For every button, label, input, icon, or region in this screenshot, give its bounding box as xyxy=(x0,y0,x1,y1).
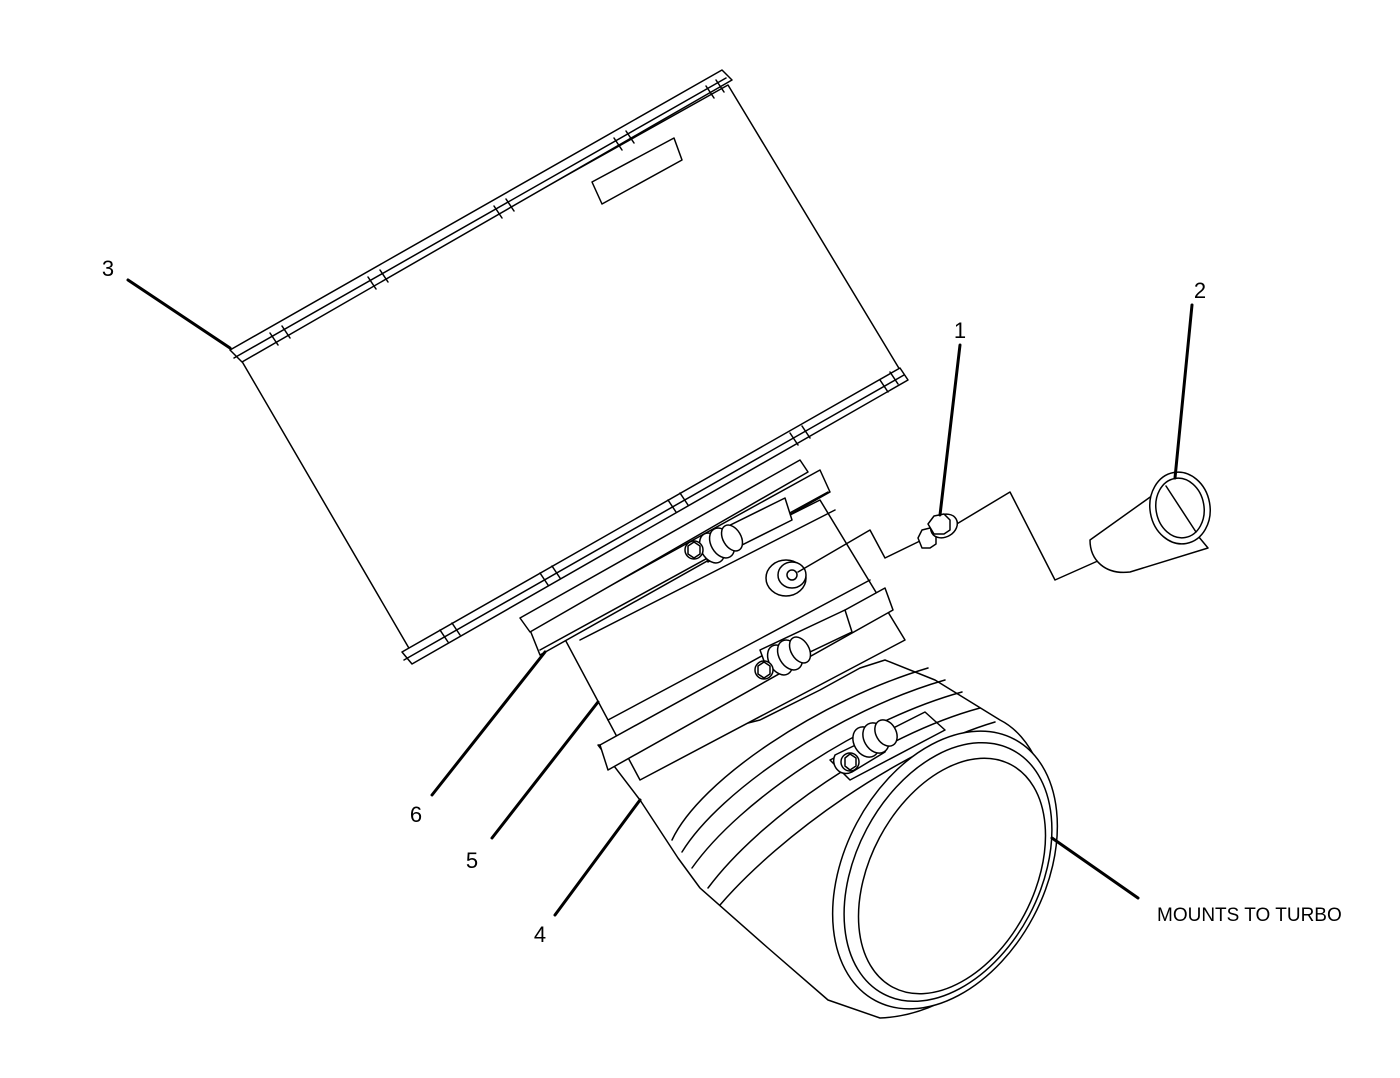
lower-hose-clamp xyxy=(599,579,894,771)
connector-hose xyxy=(559,499,906,781)
label-plate xyxy=(591,137,683,205)
bottom-rim-tabs xyxy=(439,371,899,643)
callout-3: 3 xyxy=(102,256,114,281)
sensor-boss xyxy=(765,559,807,597)
upper-hose-clamp xyxy=(529,469,831,656)
leader-5 xyxy=(490,700,600,840)
leader-6 xyxy=(430,650,547,797)
sensor-harness xyxy=(797,491,1101,581)
callout-1: 1 xyxy=(954,318,966,343)
callout-5: 5 xyxy=(466,848,478,873)
leader-turbo xyxy=(1050,836,1140,900)
leader-lines xyxy=(126,278,1194,917)
air-cleaner-housing xyxy=(229,69,909,665)
callout-labels: 1 2 3 4 5 6 MOUNTS TO TURBO xyxy=(102,256,1342,947)
lower-clamp-screw xyxy=(754,636,812,680)
upper-clamp-screw xyxy=(684,524,744,564)
callout-4: 4 xyxy=(534,922,546,947)
leader-2 xyxy=(1173,303,1194,480)
leader-1 xyxy=(938,343,962,517)
top-rim-tabs xyxy=(269,79,725,346)
callout-2: 2 xyxy=(1194,278,1206,303)
leader-3 xyxy=(126,278,232,350)
turbo-elbow xyxy=(597,659,1059,1019)
sensor-fitting xyxy=(917,513,959,549)
electrical-connector xyxy=(1089,471,1211,574)
callout-6: 6 xyxy=(410,802,422,827)
outlet-clamp-screw xyxy=(840,719,898,772)
leader-4 xyxy=(553,798,642,917)
mounts-to-turbo-note: MOUNTS TO TURBO xyxy=(1157,905,1342,926)
